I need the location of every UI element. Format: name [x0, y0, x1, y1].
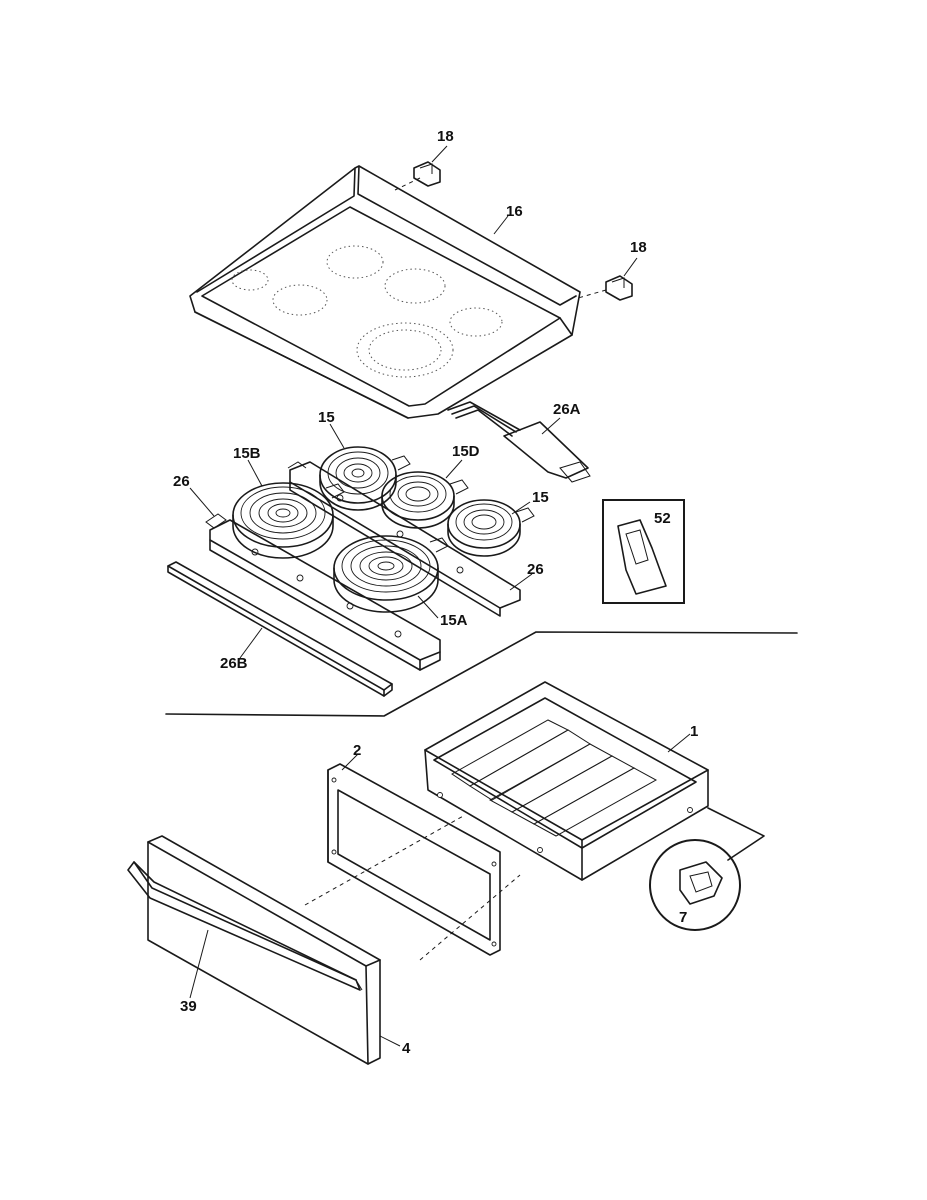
- label-1: 1: [690, 723, 698, 740]
- label-26B: 26B: [220, 655, 248, 672]
- label-39: 39: [180, 998, 197, 1015]
- element-15A-large: [333, 535, 449, 613]
- inset-circle-7: [649, 807, 765, 931]
- element-15-rear: [319, 446, 411, 511]
- label-26-right: 26: [527, 561, 544, 578]
- label-4: 4: [402, 1040, 411, 1057]
- label-15-rear: 15: [318, 409, 335, 426]
- wire-harness-26A: [447, 401, 591, 483]
- label-15D: 15D: [452, 443, 480, 460]
- label-15A: 15A: [440, 612, 468, 629]
- element-15-right: [447, 499, 535, 557]
- label-26A: 26A: [553, 401, 581, 418]
- label-15B: 15B: [233, 445, 261, 462]
- drawer-front-panel: [147, 835, 381, 1065]
- label-2: 2: [353, 742, 361, 759]
- label-26-left: 26: [173, 473, 190, 490]
- label-15-right: 15: [532, 489, 549, 506]
- leader-lines: [189, 145, 691, 1047]
- label-18-left: 18: [437, 128, 454, 145]
- label-16: 16: [506, 203, 523, 220]
- bracket-18-left: [394, 161, 441, 191]
- trim-strip-26B: [167, 561, 393, 697]
- label-7: 7: [679, 909, 687, 926]
- drawer-body: [424, 681, 709, 881]
- element-15B-large: [232, 482, 345, 559]
- drawer-handle: [127, 861, 363, 991]
- section-divider: [165, 631, 798, 717]
- cooktop-glass-top: [189, 165, 581, 419]
- bracket-18-right: [577, 275, 633, 301]
- drawer-inner-panel: [304, 763, 521, 961]
- element-bracket-26-left: [205, 513, 441, 671]
- label-52: 52: [654, 510, 671, 527]
- label-18-right: 18: [630, 239, 647, 256]
- inset-box-52: [602, 499, 685, 604]
